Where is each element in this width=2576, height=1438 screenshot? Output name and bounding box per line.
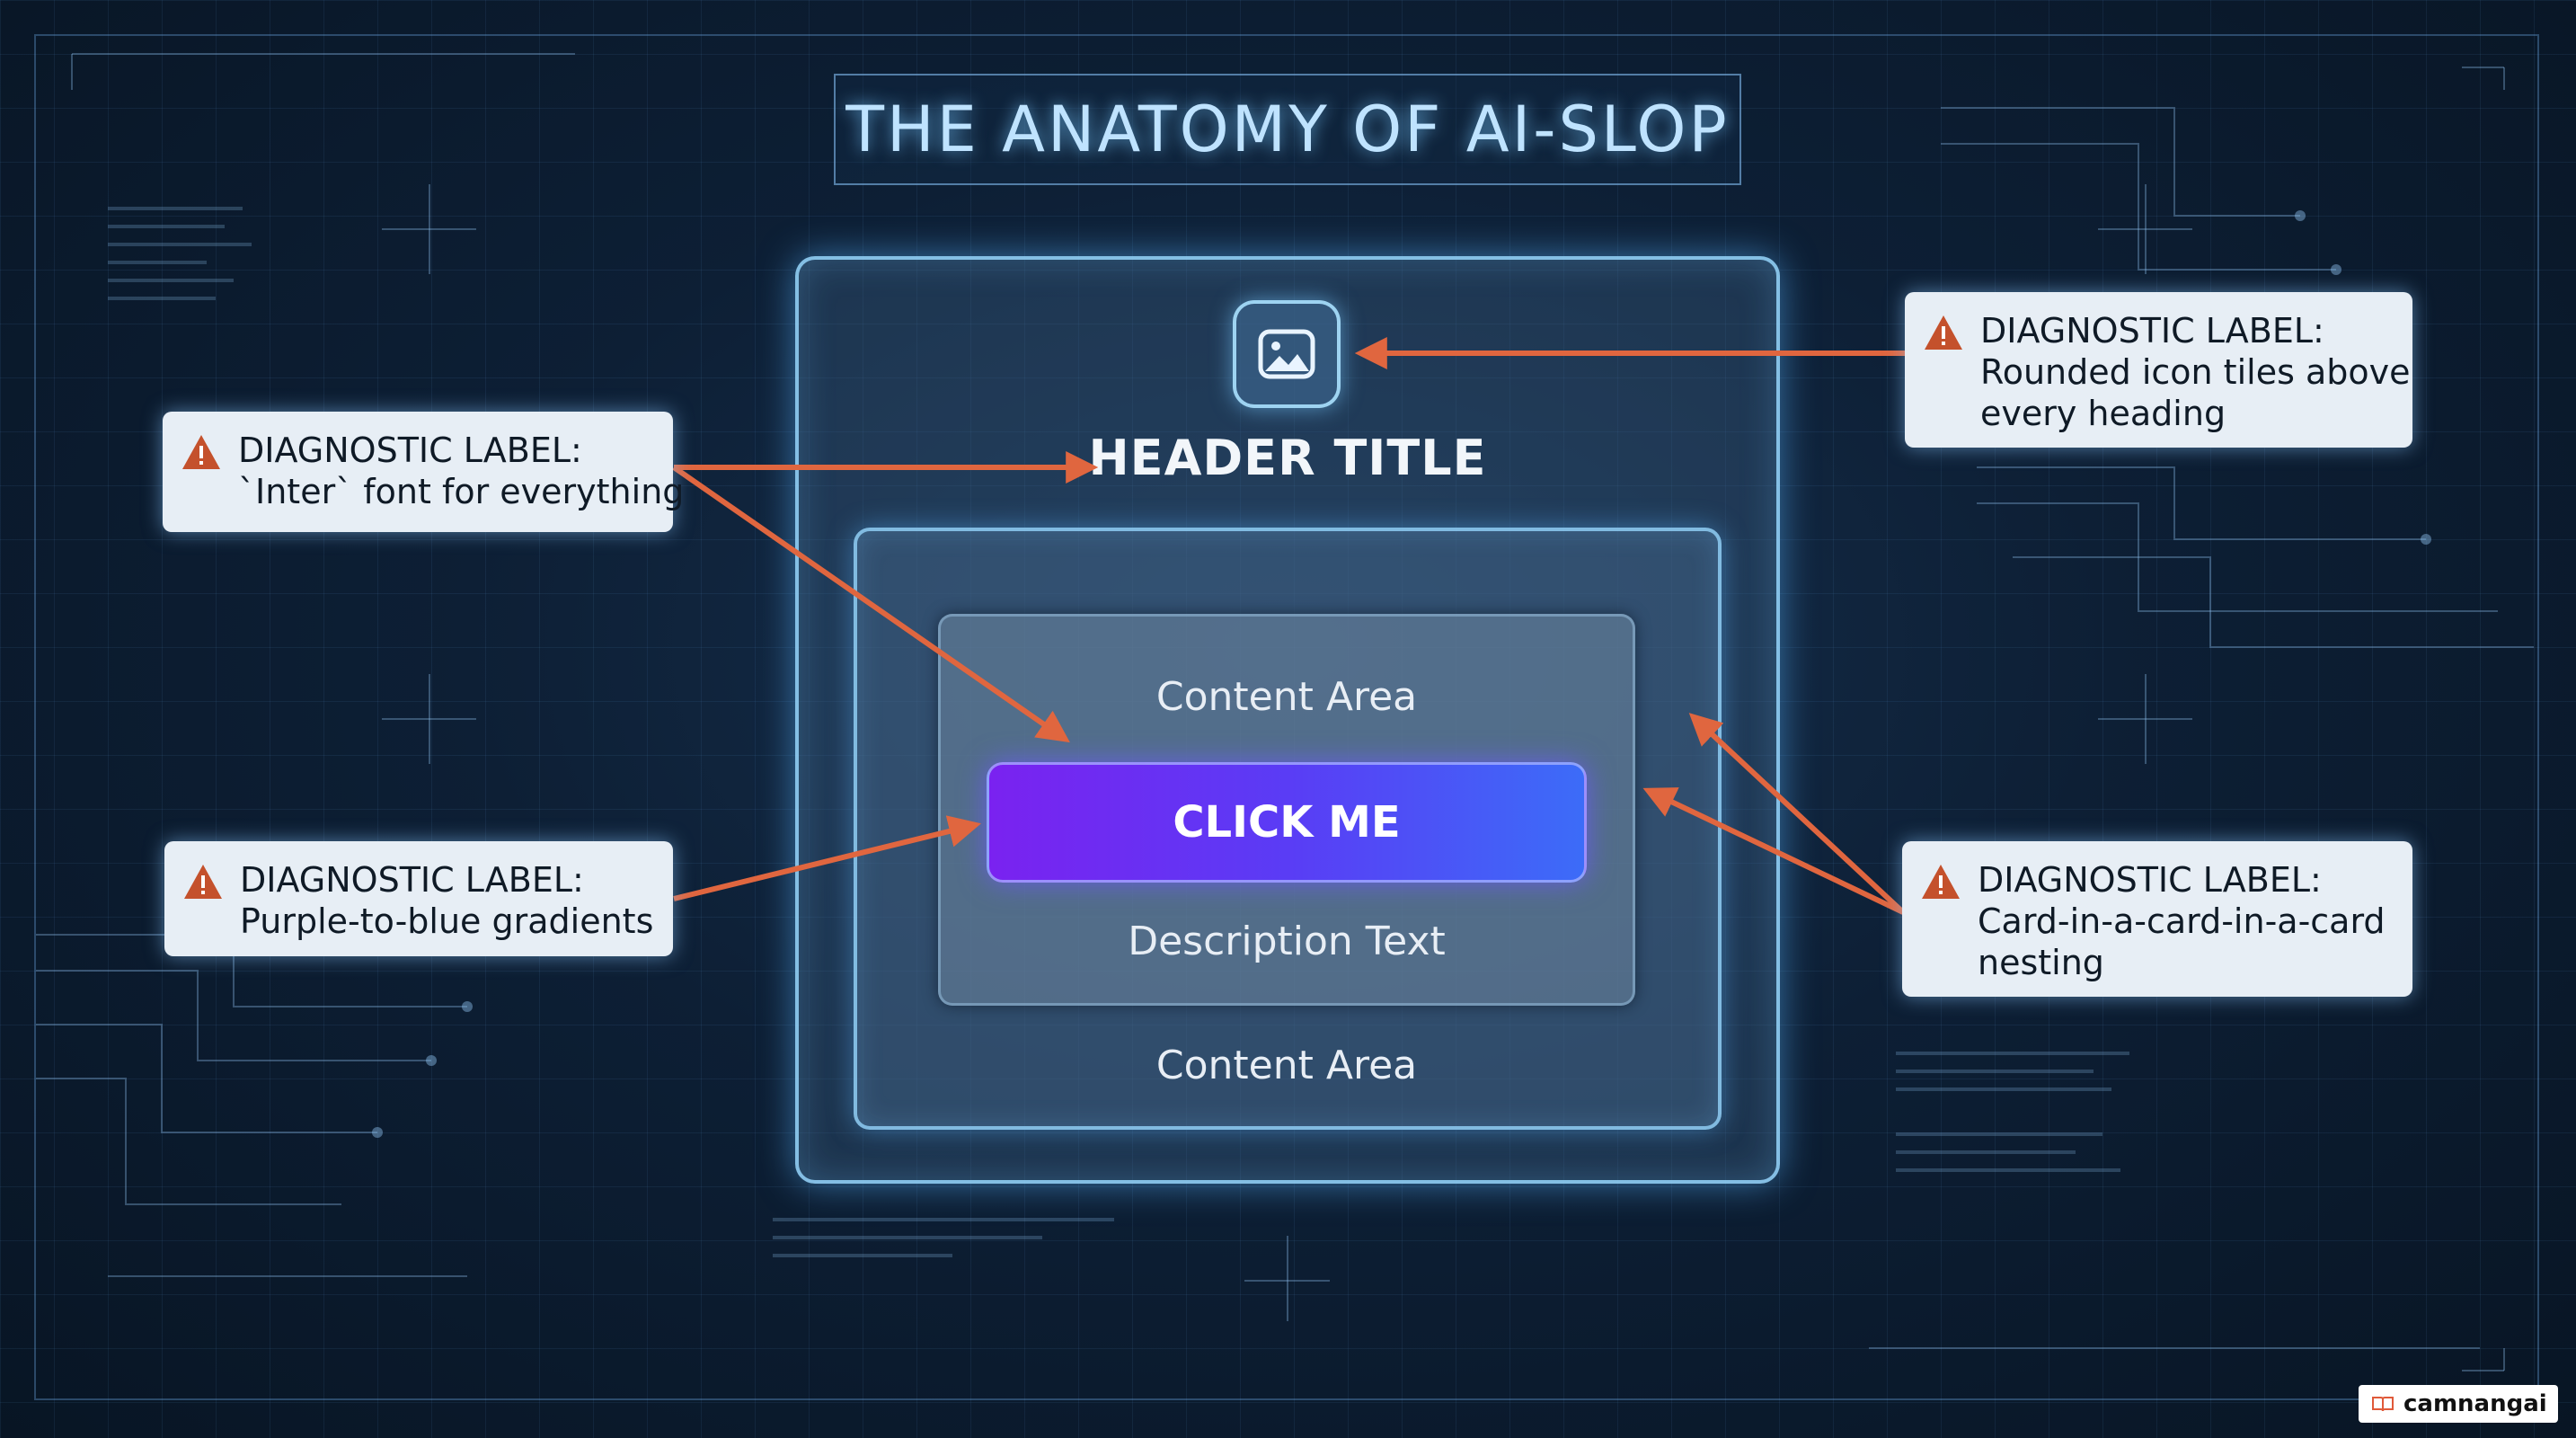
content-area-top: Content Area: [1155, 674, 1418, 720]
label-heading: DIAGNOSTIC LABEL:: [1978, 860, 2322, 900]
label-text: Card-in-a-card-in-a-card: [1978, 901, 2386, 941]
arrow-gradient-to-button: [673, 815, 981, 901]
image-icon: [1258, 329, 1315, 379]
header-title: HEADER TITLE: [1088, 430, 1487, 486]
label-heading: DIAGNOSTIC LABEL:: [238, 431, 582, 470]
page-title: THE ANATOMY OF AI-SLOP: [845, 93, 1730, 166]
diagnostic-label-icon-tiles: DIAGNOSTIC LABEL: Rounded icon tiles abo…: [1905, 292, 2412, 448]
content-area-bottom: Content Area: [1155, 1043, 1418, 1088]
warning-icon: [182, 435, 220, 469]
icon-tile: [1233, 300, 1341, 408]
label-text: Purple-to-blue gradients: [240, 901, 654, 941]
watermark-badge: camnangai: [2359, 1385, 2558, 1423]
arrow-nesting-to-middle: [1688, 713, 1906, 915]
label-heading: DIAGNOSTIC LABEL:: [1980, 311, 2324, 351]
label-text: Rounded icon tiles above: [1980, 352, 2411, 392]
hud-frame: [34, 34, 2539, 1400]
arrow-font-to-content: [672, 465, 1070, 743]
arrow-nesting-to-inner: [1642, 787, 1905, 915]
label-heading: DIAGNOSTIC LABEL:: [240, 860, 584, 900]
description-text: Description Text: [1128, 919, 1446, 964]
diagnostic-label-nesting: DIAGNOSTIC LABEL: Card-in-a-card-in-a-ca…: [1902, 841, 2412, 997]
label-text-cont: every heading: [1980, 394, 2226, 433]
diagnostic-label-gradient: DIAGNOSTIC LABEL: Purple-to-blue gradien…: [164, 841, 673, 956]
diagnostic-label-font: DIAGNOSTIC LABEL: `Inter` font for every…: [163, 412, 685, 532]
label-text-cont: nesting: [1978, 943, 2104, 982]
warning-icon: [1922, 865, 1960, 899]
warning-icon: [1925, 315, 1962, 350]
watermark-text: camnangai: [2403, 1390, 2547, 1417]
click-me-button[interactable]: CLICK ME: [987, 762, 1587, 883]
label-text: `Inter` font for everything: [238, 472, 685, 511]
book-icon: [2372, 1397, 2394, 1412]
warning-icon: [184, 865, 222, 899]
title-box: THE ANATOMY OF AI-SLOP: [834, 74, 1741, 185]
